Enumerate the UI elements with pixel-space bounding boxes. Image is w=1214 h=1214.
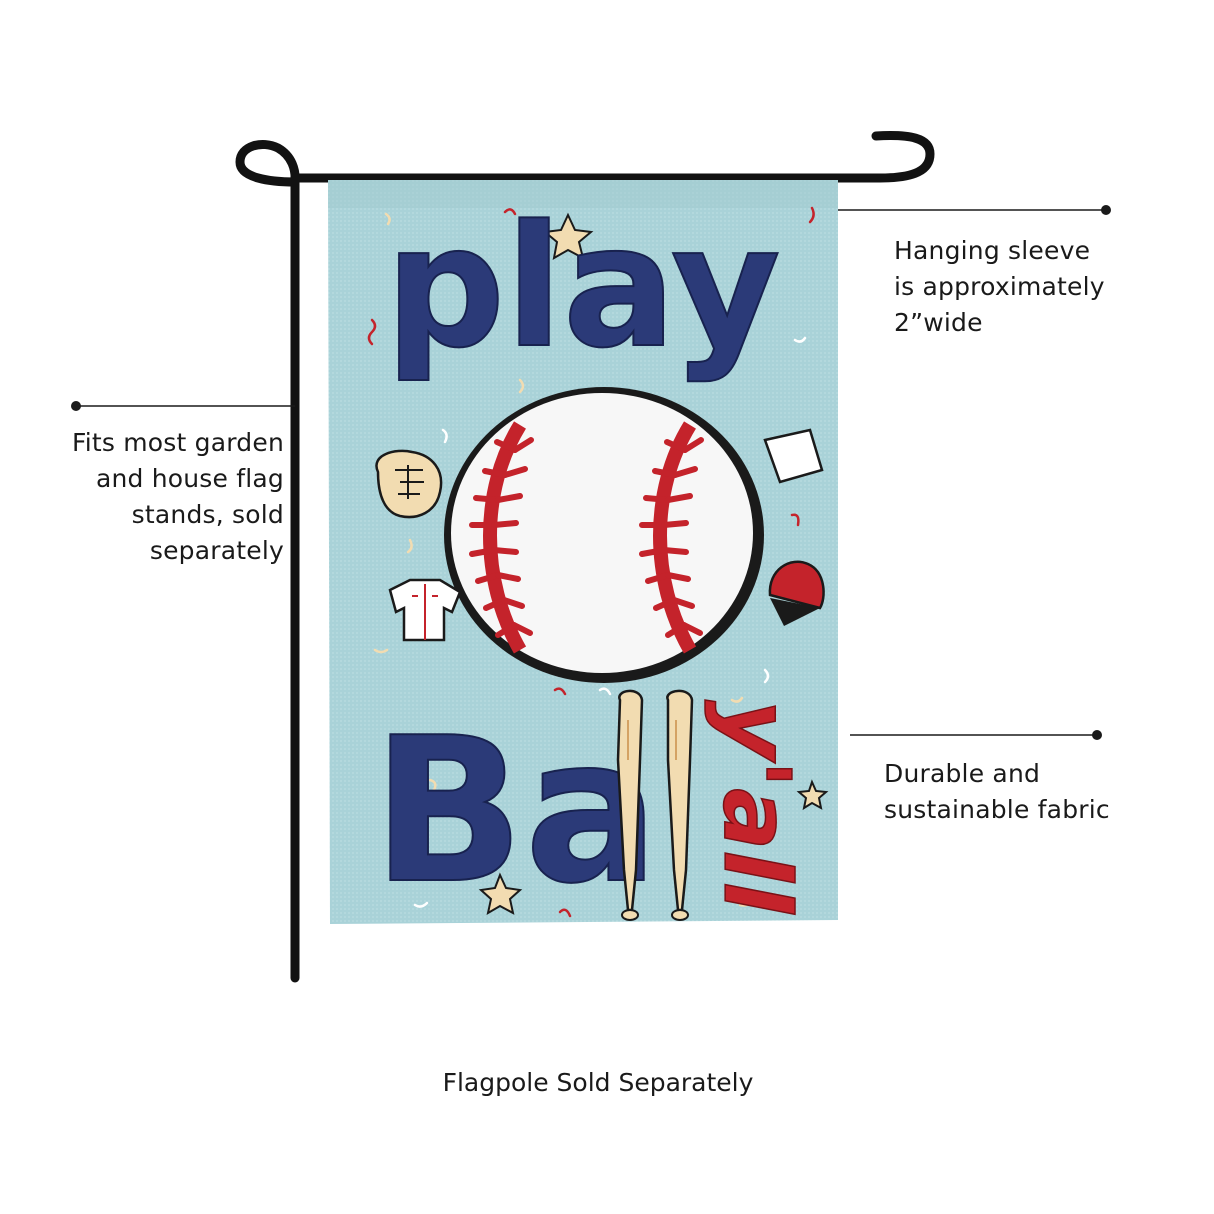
callout-line: 2”wide xyxy=(894,308,983,337)
stands-callout: Fits most garden and house flag stands, … xyxy=(40,425,284,569)
callout-line: Fits most garden xyxy=(71,428,284,457)
cap-icon xyxy=(768,560,825,626)
callout-line: stands, sold xyxy=(131,500,284,529)
callout-leaders xyxy=(71,205,1111,740)
svg-text:Ba: Ba xyxy=(372,695,659,928)
sleeve-callout: Hanging sleeve is approximately 2”wide xyxy=(894,233,1105,341)
callout-line: separately xyxy=(149,536,284,565)
footer-note: Flagpole Sold Separately xyxy=(442,1068,754,1097)
ball-text: Ba xyxy=(371,694,660,929)
play-text: play xyxy=(384,188,782,386)
svg-text:y'all: y'all xyxy=(703,700,810,915)
garden-flag: play xyxy=(328,180,838,929)
baseball-graphic xyxy=(444,387,764,683)
flag-stand xyxy=(235,131,935,983)
confetti-decoration xyxy=(367,206,815,918)
fabric-callout: Durable and sustainable fabric xyxy=(884,756,1110,828)
star-decoration xyxy=(478,212,829,916)
glove-icon xyxy=(375,449,443,519)
callout-line: and house flag xyxy=(95,464,284,493)
yall-text: y'all xyxy=(702,699,811,915)
callout-line: Durable and xyxy=(884,759,1041,788)
callout-line: sustainable fabric xyxy=(884,795,1110,824)
base-plate-icon xyxy=(763,428,824,484)
callout-line: Hanging sleeve xyxy=(894,236,1091,265)
bats-graphic xyxy=(616,689,694,921)
jersey-icon xyxy=(388,578,462,642)
callout-line: is approximately xyxy=(894,272,1105,301)
svg-text:play: play xyxy=(385,189,781,385)
